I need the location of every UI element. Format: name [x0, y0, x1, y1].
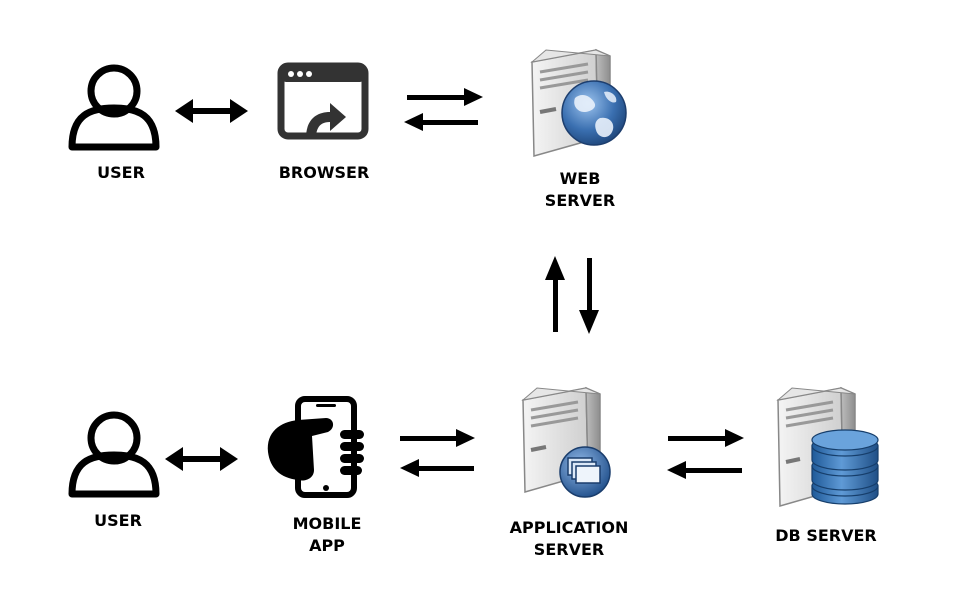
- application-server-icon: [521, 386, 611, 498]
- request-response-arrows: [404, 88, 483, 131]
- browser-label-text: BROWSER: [278, 163, 370, 182]
- vertical-request-response-arrows: [545, 256, 599, 334]
- user-bottom-label: USER: [94, 510, 142, 532]
- browser-label: BROWSER: [279, 162, 370, 184]
- mobile-app-label-line2: APP: [309, 536, 345, 555]
- db-server-label: DB SERVER: [775, 525, 876, 547]
- app-server-label-line2: SERVER: [533, 540, 605, 559]
- mobile-app-label-line1: MOBILE: [292, 514, 362, 533]
- mobile-app-label: MOBILE APP: [293, 513, 362, 557]
- user-icon: [68, 411, 160, 498]
- request-response-arrows: [667, 429, 744, 479]
- app-server-label-line1: APPLICATION: [509, 518, 629, 537]
- bidirectional-arrow: [175, 99, 248, 123]
- request-response-arrows: [400, 429, 475, 477]
- user-top-label-text: USER: [97, 163, 145, 182]
- web-server-label-line2: SERVER: [544, 191, 616, 210]
- bidirectional-arrow: [165, 447, 238, 471]
- web-server-globe-icon: [530, 48, 627, 157]
- web-server-label-line1: WEB: [559, 169, 601, 188]
- db-server-label-text: DB SERVER: [775, 526, 877, 545]
- user-icon: [68, 64, 160, 151]
- app-server-label: APPLICATION SERVER: [510, 517, 629, 561]
- web-server-label: WEB SERVER: [545, 168, 615, 212]
- browser-window-icon: [277, 62, 369, 140]
- user-bottom-label-text: USER: [94, 511, 142, 530]
- user-top-label: USER: [97, 162, 145, 184]
- database-server-icon: [776, 386, 879, 507]
- smartphone-in-hand-icon: [267, 396, 364, 498]
